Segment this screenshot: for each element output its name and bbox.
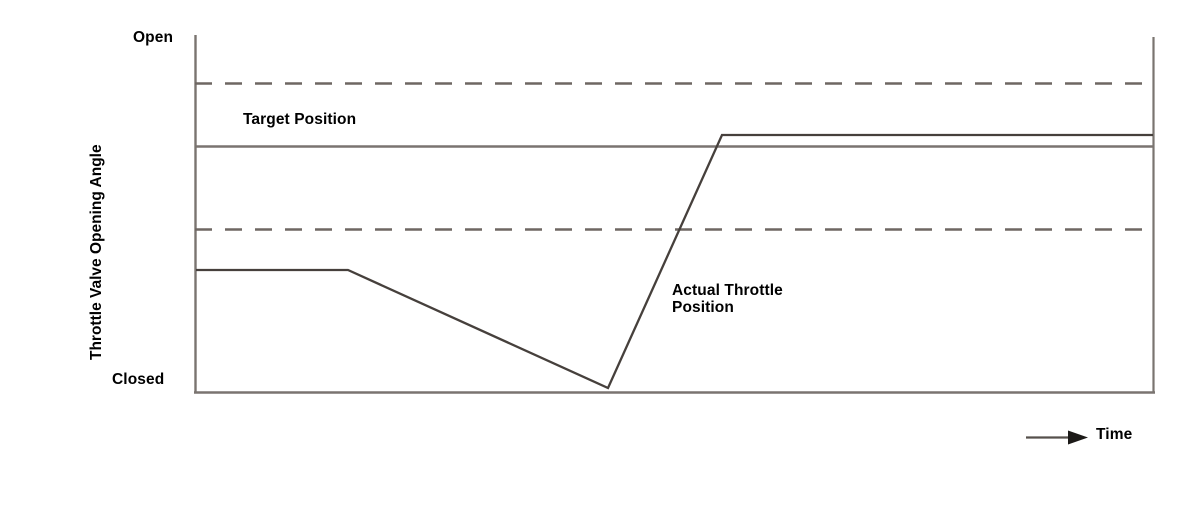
y-axis-tick-label-open: Open	[133, 29, 174, 46]
x-axis-title: Time	[1096, 426, 1133, 443]
time-axis-arrow	[1026, 430, 1088, 445]
actual-throttle-position-line	[196, 133, 1153, 390]
y-axis-title: Throttle Valve Opening Angle	[88, 144, 105, 360]
y-axis-tick-label-closed: Closed	[112, 371, 165, 388]
actual-throttle-position-annotation: Actual Throttle Position	[672, 282, 783, 317]
target-position-annotation: Target Position	[243, 111, 357, 128]
